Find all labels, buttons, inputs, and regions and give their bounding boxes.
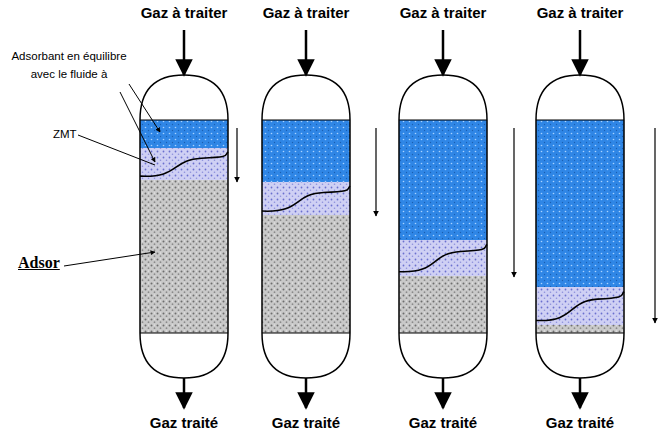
saturated-zone <box>536 120 624 287</box>
shell-seam <box>262 332 350 333</box>
concentration-front <box>262 186 350 211</box>
column-shell <box>140 75 228 378</box>
column-shell <box>536 75 624 378</box>
outlet-label: Gaz traité <box>272 414 340 431</box>
shell-seam <box>262 119 350 120</box>
outlet-arrow <box>305 378 308 408</box>
inlet-label: Gaz à traiter <box>141 4 228 21</box>
mass-transfer-zone <box>399 240 487 276</box>
front-progress-arrow <box>375 128 376 216</box>
mass-transfer-zone <box>262 182 350 215</box>
inlet-label: Gaz à traiter <box>537 4 624 21</box>
fresh-adsorbent <box>140 180 228 333</box>
outlet-label: Gaz traité <box>409 414 477 431</box>
callout-note: Adsorbant en équilibre avec le fluide à <box>4 47 134 84</box>
shell-seam <box>140 119 228 120</box>
fresh-adsorbent <box>536 325 624 333</box>
callout-label: Adsor <box>18 254 60 272</box>
inlet-label: Gaz à traiter <box>400 4 487 21</box>
shell-seam <box>536 332 624 333</box>
mass-transfer-zone <box>536 287 624 325</box>
saturated-zone <box>399 120 487 240</box>
concentration-front <box>399 244 487 271</box>
inlet-arrow <box>305 30 308 75</box>
outlet-arrow <box>442 378 445 408</box>
front-progress-arrow <box>513 128 514 277</box>
concentration-front <box>536 292 624 321</box>
fresh-adsorbent <box>399 276 487 333</box>
inlet-label: Gaz à traiter <box>263 4 350 21</box>
inlet-arrow <box>579 30 582 75</box>
outlet-label: Gaz traité <box>150 414 218 431</box>
callout-label: ZMT <box>52 128 78 141</box>
column-shell <box>262 75 350 378</box>
column-shell <box>399 75 487 378</box>
outlet-arrow <box>183 378 186 408</box>
shell-seam <box>399 119 487 120</box>
shell-seam <box>399 332 487 333</box>
saturated-zone <box>140 120 228 148</box>
front-progress-arrow <box>654 128 655 323</box>
outlet-label: Gaz traité <box>546 414 614 431</box>
inlet-arrow <box>183 30 186 75</box>
outlet-arrow <box>579 378 582 408</box>
front-progress-arrow <box>236 128 237 182</box>
fresh-adsorbent <box>262 215 350 333</box>
saturated-zone <box>262 120 350 182</box>
shell-seam <box>140 332 228 333</box>
inlet-arrow <box>442 30 445 75</box>
shell-seam <box>536 119 624 120</box>
